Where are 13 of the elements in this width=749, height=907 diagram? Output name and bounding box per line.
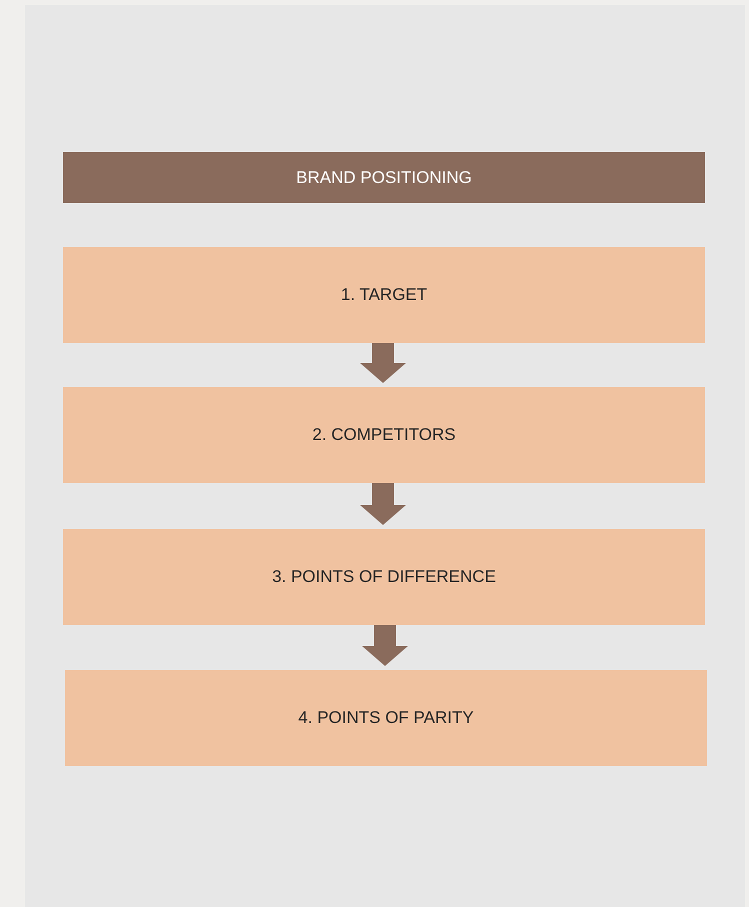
step-label: 3. POINTS OF DIFFERENCE — [272, 566, 496, 588]
arrow — [360, 483, 406, 525]
step-box — [63, 247, 705, 343]
title-band — [63, 152, 705, 203]
step-label: 4. POINTS OF PARITY — [298, 707, 474, 730]
title-text: BRAND POSITIONING — [296, 166, 472, 189]
step-box — [63, 529, 705, 625]
step-label: 1. TARGET — [340, 284, 428, 306]
arrow — [360, 343, 406, 383]
step-box — [63, 387, 705, 483]
step-label: 2. COMPETITORS — [312, 424, 456, 446]
step-box — [65, 670, 707, 766]
arrow — [362, 625, 408, 666]
